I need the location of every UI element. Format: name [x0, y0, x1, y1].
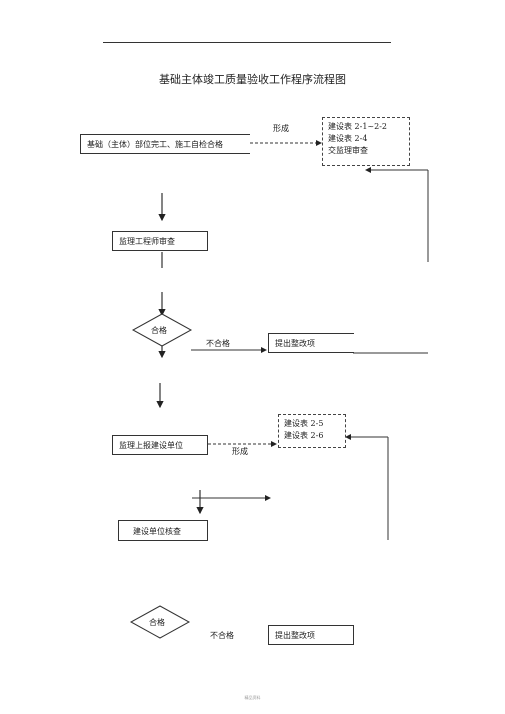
forms-top-line-3: 交监理审查 [328, 146, 368, 155]
forms-top-box: 建设表 2-1~2-2 建设表 2-4 交监理审查 [322, 117, 410, 166]
page-title: 基础主体竣工质量验收工作程序流程图 [159, 73, 346, 86]
footer-text: 精品资料 [244, 695, 261, 700]
start-box: 基础（主体）部位完工、施工自检合格 [80, 134, 250, 154]
header-rule [103, 42, 391, 43]
diamond-qualified-1 [131, 313, 193, 347]
engineer-review-label: 监理工程师审查 [119, 237, 175, 246]
owner-review-label: 建设单位核查 [133, 527, 181, 536]
edge-label-form-top: 形成 [273, 124, 289, 133]
forms-top-line-1: 建设表 2-1~2-2 [328, 122, 388, 131]
diamond-qualified-2 [129, 605, 191, 639]
edge-label-form-mid: 形成 [232, 447, 248, 456]
report-owner-box: 监理上报建设单位 [112, 435, 208, 455]
diamond-1-label: 合格 [151, 326, 167, 335]
owner-review-box: 建设单位核查 [118, 520, 208, 541]
forms-mid-line-2: 建设表 2-6 [284, 431, 324, 440]
edge-label-fail-1: 不合格 [206, 339, 230, 348]
report-owner-label: 监理上报建设单位 [119, 441, 183, 450]
forms-mid-line-1: 建设表 2-5 [284, 419, 324, 428]
forms-mid-box: 建设表 2-5 建设表 2-6 [278, 414, 346, 448]
rectify-2-label: 提出整改项 [275, 631, 315, 640]
diamond-2-label: 合格 [149, 618, 165, 627]
rectify-box-2: 提出整改项 [268, 625, 354, 645]
forms-top-line-2: 建设表 2-4 [328, 134, 368, 143]
edge-label-fail-2: 不合格 [210, 631, 234, 640]
rectify-box-1: 提出整改项 [268, 333, 354, 353]
start-box-label: 基础（主体）部位完工、施工自检合格 [87, 140, 223, 149]
engineer-review-box: 监理工程师审查 [112, 231, 208, 251]
rectify-1-label: 提出整改项 [275, 339, 315, 348]
